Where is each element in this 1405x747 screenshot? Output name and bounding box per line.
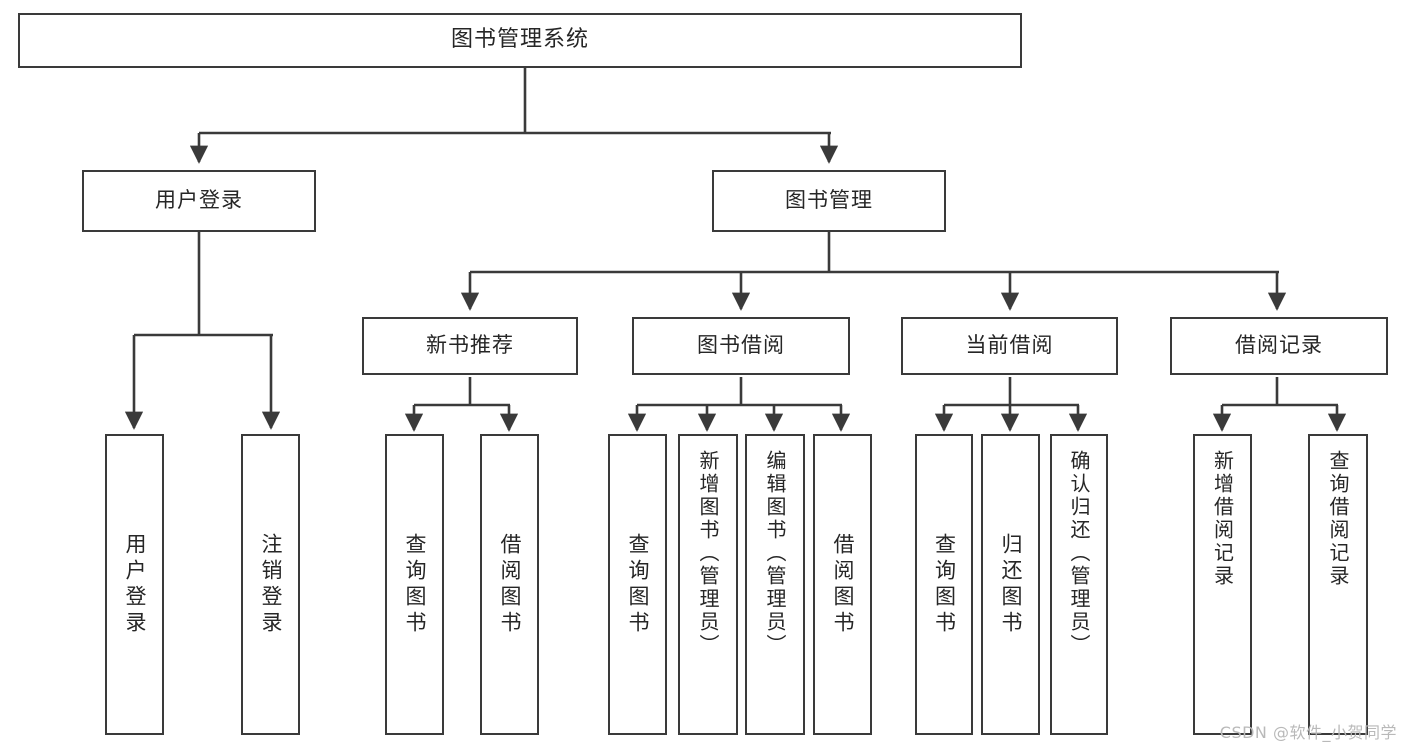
node-label: 归还图书 [999,532,1023,637]
node-leaf-return-book[interactable]: 归还图书 [981,434,1040,735]
node-leaf-user-logout[interactable]: 注销登录 [241,434,300,735]
node-label: 当前借阅 [965,333,1054,358]
node-leaf-edit-book[interactable]: 编辑图书（管理员） [745,434,805,735]
node-label: 查询图书 [403,532,427,637]
node-leaf-borrow-book[interactable]: 借阅图书 [813,434,872,735]
node-label: 借阅记录 [1235,333,1323,358]
node-leaf-query-book-borrow[interactable]: 查询图书 [608,434,667,735]
node-label: 借阅图书 [498,532,522,637]
node-leaf-add-book[interactable]: 新增图书（管理员） [678,434,738,735]
node-label: 查询图书 [932,532,957,637]
node-borrow-record[interactable]: 借阅记录 [1170,317,1388,375]
node-user-login[interactable]: 用户登录 [82,170,316,232]
node-label: 图书管理系统 [450,27,589,53]
node-label: 注销登录 [259,532,283,637]
node-new-book-recommend[interactable]: 新书推荐 [362,317,578,375]
node-label: 新书推荐 [426,333,514,358]
node-label: 用户登录 [123,532,147,637]
node-label: 查询图书 [626,532,650,637]
node-root-system[interactable]: 图书管理系统 [18,13,1022,68]
node-leaf-user-login[interactable]: 用户登录 [105,434,164,735]
node-label: 图书借阅 [697,333,785,358]
node-book-manage[interactable]: 图书管理 [712,170,946,232]
node-leaf-borrow-book-recommend[interactable]: 借阅图书 [480,434,539,735]
node-label: 图书管理 [785,188,873,213]
watermark-text: CSDN @软件_小贺同学 [1219,723,1397,742]
node-leaf-confirm-return[interactable]: 确认归还（管理员） [1050,434,1108,735]
node-leaf-add-borrow-record[interactable]: 新增借阅记录 [1193,434,1252,735]
node-label: 新增借阅记录 [1210,450,1235,588]
node-label: 查询借阅记录 [1326,450,1350,588]
node-book-borrow[interactable]: 图书借阅 [632,317,850,375]
node-leaf-query-book-current[interactable]: 查询图书 [915,434,973,735]
node-label: 用户登录 [155,188,243,213]
node-label: 确认归还（管理员） [1067,450,1091,657]
node-leaf-query-borrow-record[interactable]: 查询借阅记录 [1308,434,1368,735]
node-label: 编辑图书（管理员） [763,450,787,657]
node-leaf-query-book-recommend[interactable]: 查询图书 [385,434,444,735]
node-label: 借阅图书 [831,532,855,637]
node-label: 新增图书（管理员） [696,450,720,657]
node-current-borrow[interactable]: 当前借阅 [901,317,1118,375]
